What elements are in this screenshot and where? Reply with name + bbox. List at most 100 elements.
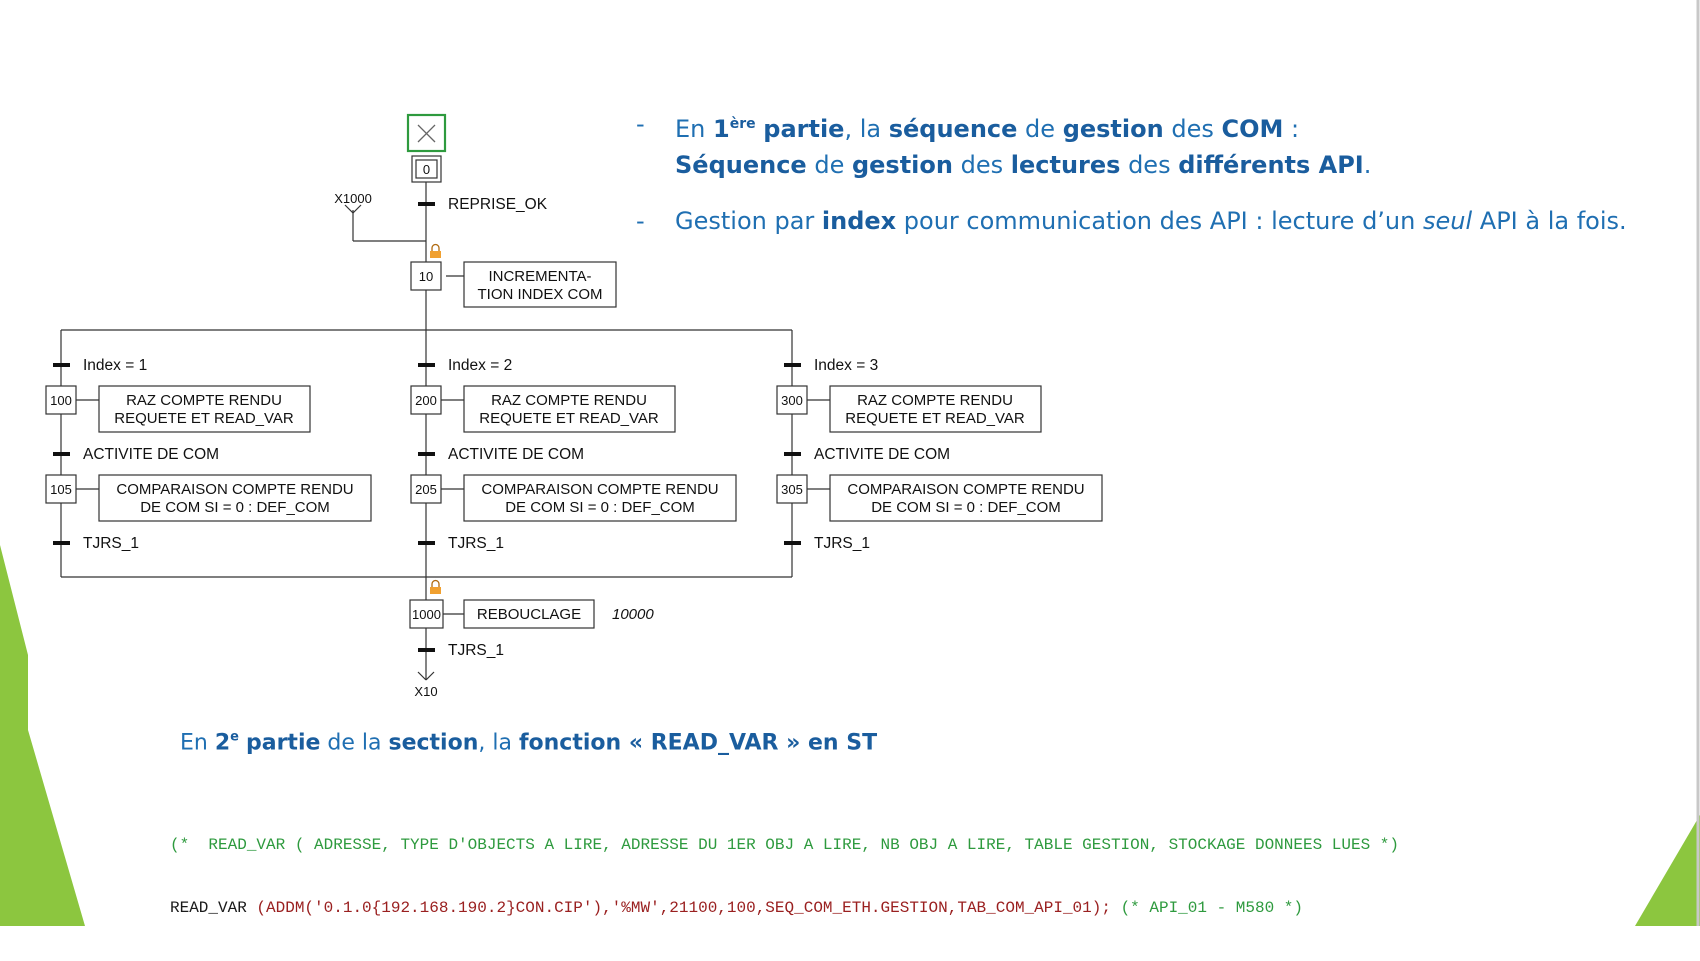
branch-2-final-transition: TJRS_1 [448, 535, 504, 552]
text-span: COM [1221, 115, 1284, 143]
text-span: pour communication des API : lecture d’u… [896, 207, 1423, 235]
step-1000-action-box [463, 599, 595, 629]
branch-1-activity-transition: ACTIVITE DE COM [83, 446, 219, 463]
text-span: lectures [1010, 151, 1121, 179]
text-span: ère [729, 116, 756, 132]
step-105-action-box [98, 474, 372, 522]
step-200-action-box [463, 385, 676, 433]
code-call-line: READ_VAR (ADDM('0.1.0{192.168.190.2}CON.… [170, 898, 1399, 919]
step-100-number: 100 [50, 393, 72, 408]
jump-target-label: X10 [414, 684, 437, 699]
lock-icon [430, 243, 441, 258]
close-x-icon [417, 124, 436, 143]
step-10-action-line1: INCREMENTA- [488, 268, 591, 285]
code-inline-comment: (* API_01 - M580 *) [1110, 899, 1303, 917]
grafcet-diagram: 0 X1000 REPRISE_OK 10 [45, 113, 1103, 699]
text-span: des [952, 151, 1011, 179]
branch-3-condition: Index = 3 [814, 357, 878, 374]
text-span: En [180, 730, 215, 756]
text-span: index [821, 207, 897, 235]
transition-bar [53, 452, 70, 456]
right-green-decoration [1635, 0, 1700, 926]
branch-3-activity-transition: ACTIVITE DE COM [814, 446, 950, 463]
transition-bar [784, 541, 801, 545]
step-205-action-line2: DE COM SI = 0 : DEF_COM [505, 499, 695, 516]
transition-bars [53, 202, 801, 652]
transition-bar [418, 648, 435, 652]
transition-bar [53, 363, 70, 367]
step-305-action-box [829, 474, 1103, 522]
text-span: des [1120, 151, 1179, 179]
step-305-number: 305 [781, 482, 803, 497]
st-code-block: (* READ_VAR ( ADRESSE, TYPE D'OBJECTS A … [170, 793, 1399, 961]
transition-bar [784, 363, 801, 367]
slide: 0 X1000 REPRISE_OK 10 [0, 0, 1700, 926]
step-1000-note: 10000 [612, 606, 654, 623]
step-200-number: 200 [415, 393, 437, 408]
text-span: fonction « READ_VAR » en ST [518, 730, 878, 756]
text-span: API à la fois. [1472, 207, 1627, 235]
step-1000-action-label: REBOUCLAGE [477, 606, 581, 623]
bullet-1-line-2: Séquence de gestion des lectures des dif… [630, 147, 1680, 183]
text-span: e [230, 730, 239, 745]
reprise-source-label: X1000 [334, 191, 372, 206]
text-span: séquence [888, 115, 1018, 143]
branch-1-condition: Index = 1 [83, 357, 147, 374]
text-span: différents API [1178, 151, 1364, 179]
step-10-number: 10 [419, 269, 433, 284]
step-100-action-box [98, 385, 311, 433]
branch-1-final-transition: TJRS_1 [83, 535, 139, 552]
step-300-box [776, 385, 808, 415]
transition-bar [418, 363, 435, 367]
text-span: gestion [851, 151, 953, 179]
step-105-action-line2: DE COM SI = 0 : DEF_COM [140, 499, 330, 516]
step-10-box [410, 261, 442, 291]
text-span: partie [763, 115, 845, 143]
text-span: de la [320, 730, 389, 756]
left-green-triangle [0, 545, 85, 926]
step-305-action-line2: DE COM SI = 0 : DEF_COM [871, 499, 1061, 516]
text-span: 2 [214, 730, 231, 756]
step-200-action-line1: RAZ COMPTE RENDU [491, 392, 647, 409]
step-105-number: 105 [50, 482, 72, 497]
transition-bar [53, 541, 70, 545]
transition-bar [784, 452, 801, 456]
step-105-action-line1: COMPARAISON COMPTE RENDU [116, 481, 353, 498]
text-span: , la [844, 115, 889, 143]
step-200-box [410, 385, 442, 415]
right-green-triangle [1635, 815, 1700, 926]
step-100-box [45, 385, 77, 415]
lock-icon [430, 579, 441, 594]
bullet-dash: - [636, 110, 645, 138]
bullet-dash: - [636, 207, 645, 235]
text-span: 1 [713, 115, 730, 143]
code-arguments: (ADDM('0.1.0{192.168.190.2}CON.CIP'),'%M… [256, 899, 1111, 917]
text-span: de [1017, 115, 1063, 143]
step-205-action-box [463, 474, 737, 522]
step-300-action-box [829, 385, 1042, 433]
text-span: , la [478, 730, 519, 756]
text-span: Séquence [675, 151, 807, 179]
branch-2-condition: Index = 2 [448, 357, 512, 374]
text-span: seul [1422, 207, 1473, 235]
step-10-action-box [463, 261, 617, 308]
text-span: Gestion par [675, 207, 822, 235]
left-green-decoration [0, 545, 85, 926]
bullet-2: - Gestion par index pour communication de… [630, 203, 1680, 239]
step-305-box [776, 474, 808, 504]
step-305-action-line1: COMPARAISON COMPTE RENDU [847, 481, 1084, 498]
step-300-action-line2: REQUETE ET READ_VAR [845, 410, 1025, 427]
text-span: partie [245, 730, 321, 756]
code-comment-line: (* READ_VAR ( ADRESSE, TYPE D'OBJECTS A … [170, 836, 1399, 854]
text-span: : [1283, 115, 1300, 143]
text-span: . [1363, 151, 1372, 179]
step-1000-box [409, 599, 444, 629]
step-300-number: 300 [781, 393, 803, 408]
step-205-box [410, 474, 442, 504]
initial-step-number: 0 [423, 162, 430, 177]
step-10-action-line2: TION INDEX COM [477, 286, 602, 303]
step-200-action-line2: REQUETE ET READ_VAR [479, 410, 659, 427]
branch-3-final-transition: TJRS_1 [814, 535, 870, 552]
transition-bar [418, 452, 435, 456]
step-105-box [45, 474, 77, 504]
